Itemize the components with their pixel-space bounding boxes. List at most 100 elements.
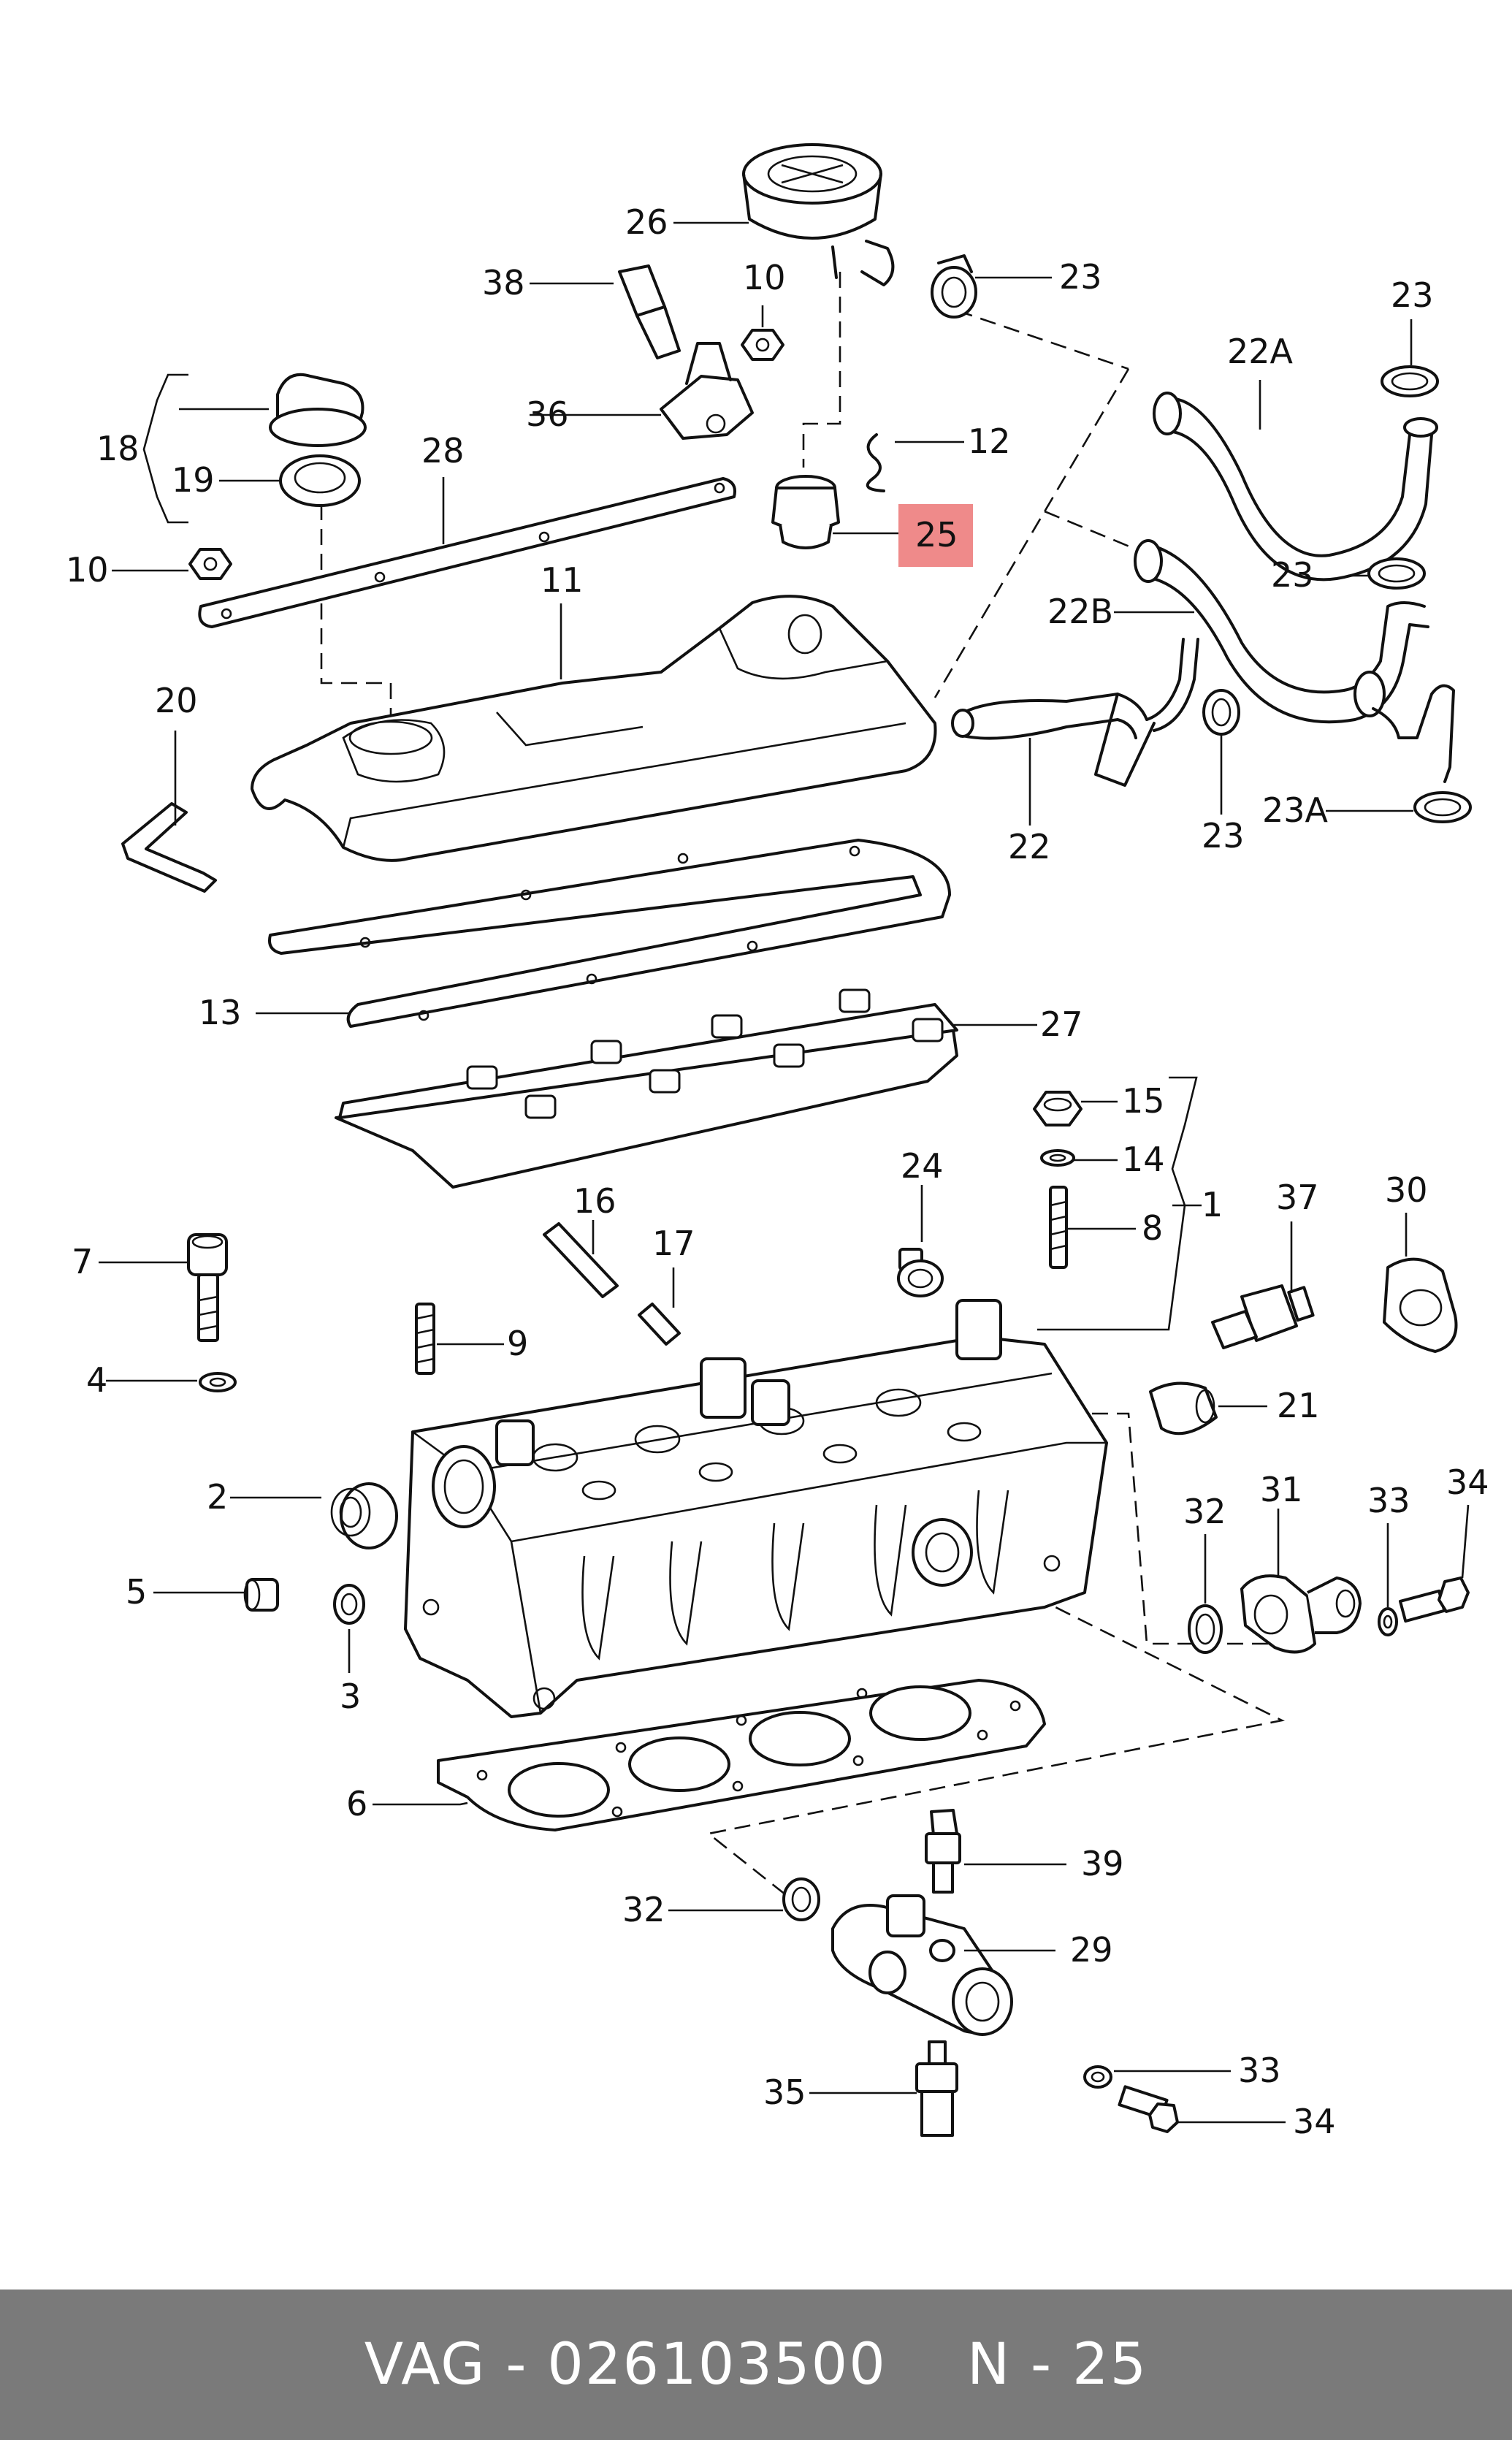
callout-23A: 23A — [1262, 790, 1329, 830]
part-33-washer-lower — [1083, 2065, 1112, 2089]
callout-23-c: 23 — [1271, 555, 1314, 595]
part-37-temp-sender — [1211, 1284, 1315, 1349]
part-23-hose-clamp-a — [1381, 365, 1439, 397]
callout-25: 25 — [915, 515, 958, 554]
part-4-washer — [199, 1372, 237, 1392]
callout-35: 35 — [763, 2073, 806, 2112]
part-23-hose-clamp-c — [1202, 689, 1240, 736]
part-21-plug — [1149, 1381, 1218, 1436]
part-24-plug — [897, 1248, 944, 1297]
callout-23-d: 23 — [1202, 816, 1245, 855]
part-22-breather-hose — [951, 689, 1240, 787]
callout-23-a: 23 — [1059, 257, 1102, 297]
part-31-coolant-flange — [1240, 1574, 1362, 1654]
callout-8: 8 — [1142, 1208, 1163, 1248]
part-39-sender — [925, 1809, 961, 1894]
part-28-gasket-strip — [198, 477, 736, 628]
part-27-baffle-plate — [335, 988, 958, 1189]
callout-31: 31 — [1260, 1470, 1303, 1509]
part-2-seal — [330, 1482, 398, 1549]
callout-22A: 22A — [1227, 332, 1294, 371]
callout-33-b: 33 — [1238, 2051, 1281, 2090]
callout-29: 29 — [1070, 1930, 1113, 1970]
part-10-nut-left — [188, 548, 232, 580]
part-3-seal — [333, 1584, 365, 1625]
callout-38: 38 — [482, 263, 525, 302]
exploded-parts-diagram: 26 23 38 10 22A 23 18 36 12 28 25 19 10 … — [66, 143, 1489, 2141]
part-25-grommet — [771, 475, 840, 549]
part-8-stud — [1049, 1186, 1068, 1269]
callout-6: 6 — [346, 1784, 367, 1823]
callout-20: 20 — [155, 681, 198, 720]
callout-21: 21 — [1277, 1386, 1320, 1425]
callout-19: 19 — [172, 460, 215, 500]
callout-24: 24 — [901, 1146, 944, 1186]
part-34-bolt-lower — [1118, 2085, 1179, 2133]
callout-22B: 22B — [1047, 592, 1113, 631]
part-32-o-ring-lower — [782, 1877, 820, 1921]
part-10-nut-top — [741, 329, 784, 361]
callout-32-a: 32 — [1183, 1492, 1226, 1531]
part-23-hose-clamp — [931, 254, 977, 319]
callout-26: 26 — [625, 202, 668, 242]
part-22B-breather-hose — [1134, 539, 1472, 823]
callout-14: 14 — [1122, 1140, 1165, 1179]
callout-18: 18 — [96, 429, 140, 468]
callout-36: 36 — [526, 394, 569, 434]
callout-10-a: 10 — [743, 258, 786, 297]
part-17-stud — [638, 1303, 681, 1346]
part-1-cylinder-head — [404, 1299, 1108, 1718]
callout-13: 13 — [199, 993, 242, 1032]
part-19-seal-ring — [279, 454, 361, 507]
part-26-breather — [742, 143, 895, 286]
callout-11: 11 — [541, 560, 584, 600]
part-29-coolant-flange — [831, 1894, 1013, 2036]
callout-23-b: 23 — [1391, 275, 1434, 315]
part-13-valve-cover-gasket — [268, 839, 951, 1028]
callout-16: 16 — [573, 1181, 616, 1221]
part-number: VAG - 026103500 — [364, 2332, 887, 2398]
callout-37: 37 — [1276, 1178, 1319, 1217]
callout-10-b: 10 — [66, 550, 109, 590]
callout-12: 12 — [968, 422, 1011, 461]
callout-7: 7 — [72, 1242, 93, 1281]
part-36-bracket — [660, 342, 754, 440]
callout-3: 3 — [340, 1677, 361, 1716]
callout-15: 15 — [1122, 1081, 1165, 1121]
part-35-sender — [915, 2040, 958, 2137]
callout-34-a: 34 — [1446, 1463, 1489, 1502]
callout-27: 27 — [1040, 1004, 1083, 1044]
callout-39: 39 — [1081, 1844, 1124, 1883]
callout-9: 9 — [507, 1324, 528, 1363]
callout-labels: 26 23 38 10 22A 23 18 36 12 28 25 19 10 … — [66, 202, 1489, 2141]
part-32-o-ring-upper — [1188, 1604, 1223, 1654]
callout-33-a: 33 — [1367, 1481, 1410, 1520]
part-23A-hose-clamp — [1413, 791, 1472, 823]
part-9-stud — [415, 1303, 435, 1375]
part-20-hex-key — [121, 802, 217, 893]
callout-17: 17 — [652, 1224, 695, 1263]
part-15-nut — [1033, 1091, 1083, 1126]
part-18-oil-filler-cap — [269, 373, 367, 447]
callout-2: 2 — [207, 1477, 228, 1517]
part-6-head-gasket — [437, 1679, 1046, 1831]
callout-28: 28 — [421, 431, 465, 470]
part-23-hose-clamp-b — [1367, 557, 1426, 590]
callout-34-b: 34 — [1293, 2102, 1336, 2141]
footer-bar: VAG - 026103500 N - 25 — [0, 2290, 1512, 2440]
highlight-25 — [898, 504, 973, 567]
part-11-valve-cover — [251, 595, 937, 862]
part-5-plug — [243, 1578, 279, 1612]
leader-lines — [99, 221, 1470, 2124]
part-38-sensor — [618, 264, 681, 359]
callout-30: 30 — [1385, 1170, 1428, 1210]
callout-1: 1 — [1202, 1185, 1223, 1224]
part-12-spring-clip — [866, 433, 885, 492]
part-22A-breather-hose — [1153, 365, 1439, 590]
callout-5: 5 — [126, 1572, 147, 1612]
part-14-washer — [1040, 1149, 1075, 1167]
part-34-bolt-upper — [1398, 1577, 1470, 1623]
part-7-bolt — [187, 1233, 228, 1342]
part-30-gasket — [1383, 1257, 1458, 1353]
